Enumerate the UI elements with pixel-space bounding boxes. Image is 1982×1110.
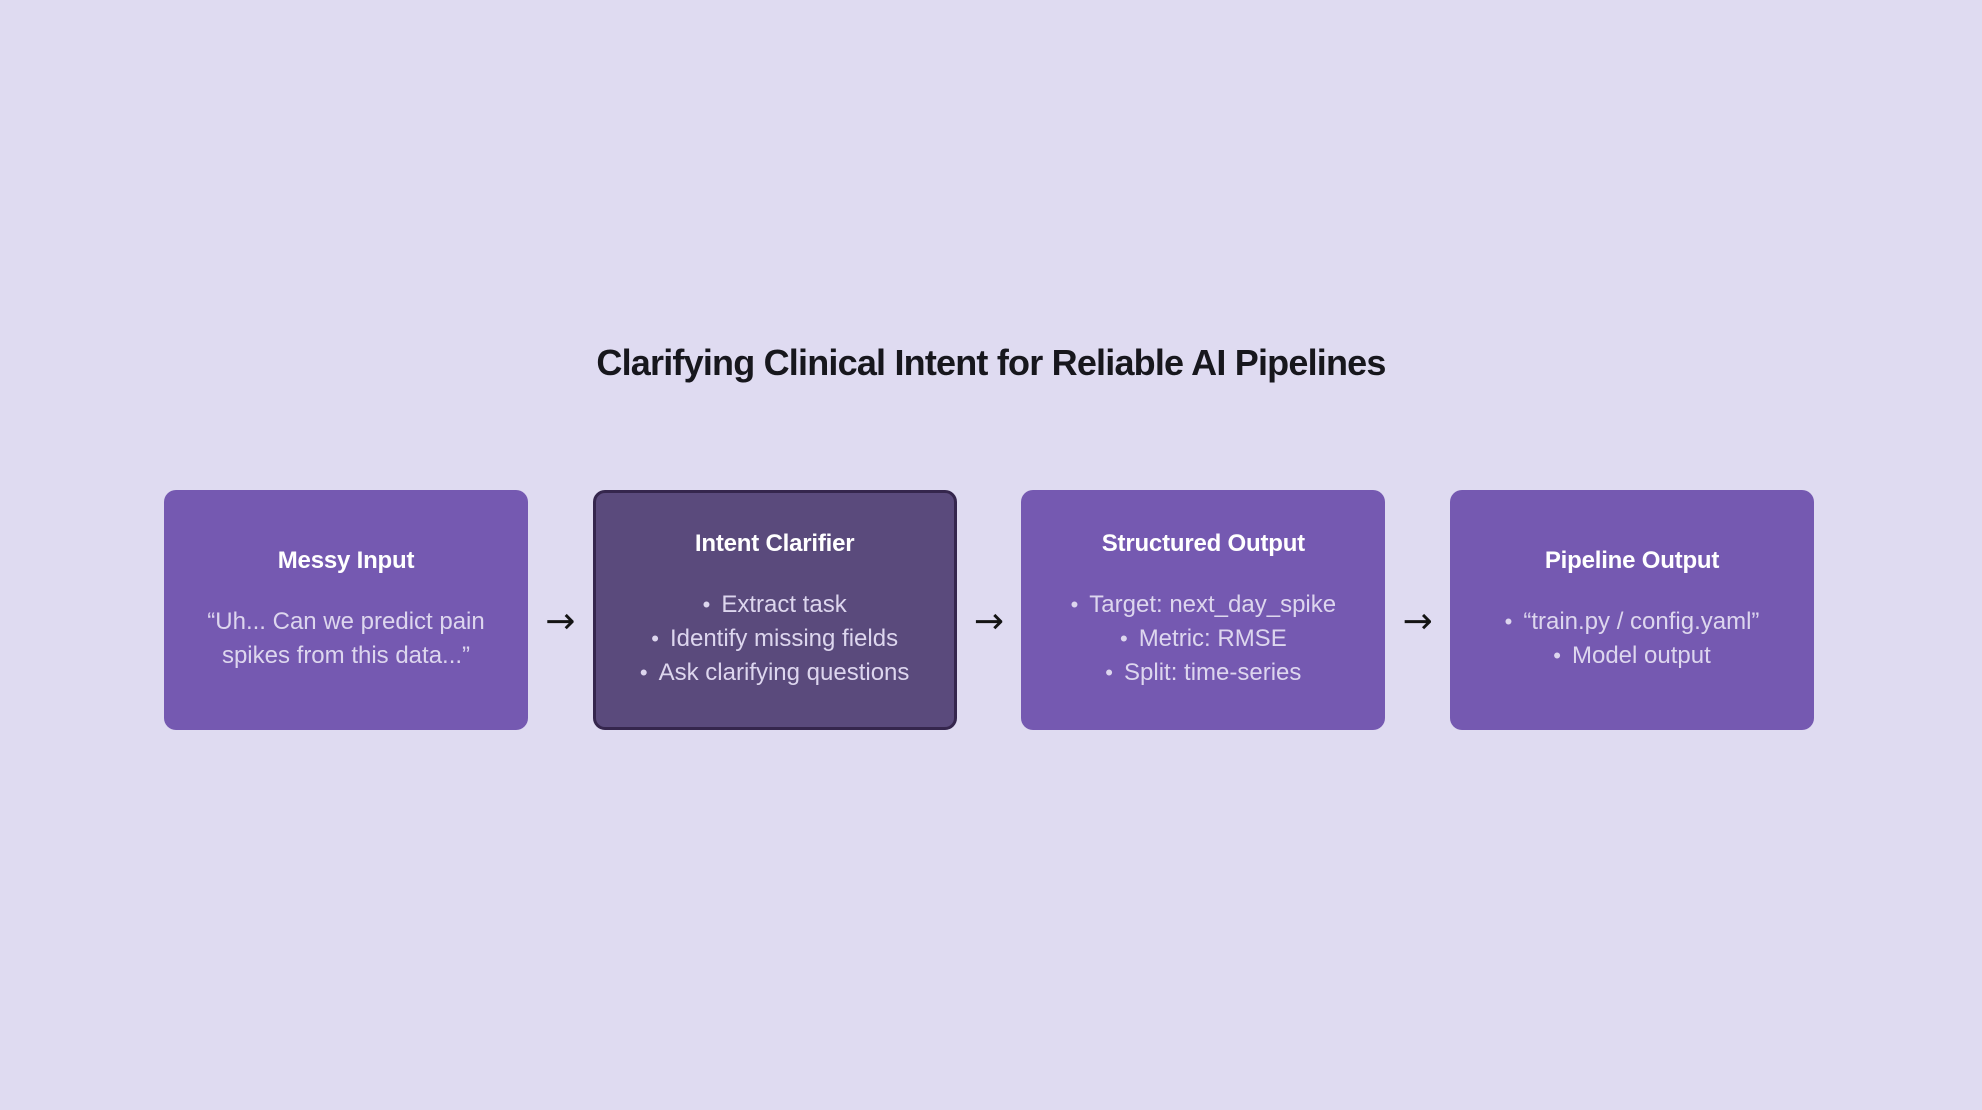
node-item-list: “Uh... Can we predict pain spikes from t…: [190, 605, 502, 673]
node-item-text: Extract task: [721, 591, 847, 618]
diagram-title: Clarifying Clinical Intent for Reliable …: [596, 342, 1386, 383]
bullet-icon: •: [1070, 592, 1079, 617]
node-item-text: Identify missing fields: [669, 625, 899, 652]
node-title: Messy Input: [277, 547, 415, 574]
node-bullet-item: • Split: time-series: [1071, 656, 1337, 690]
flow-node: Intent Clarifier • Extract task • Identify …: [592, 490, 957, 730]
bullet-icon: •: [639, 660, 648, 685]
bullet-icon: •: [651, 626, 659, 651]
node-item-list: • Extract task • Identify missing fields • As…: [640, 588, 909, 690]
node-item-text: Metric: RMSE: [1138, 625, 1287, 652]
node-item-list: • “train.py / config.yaml” • Model output: [1505, 605, 1760, 673]
node-bullet-item: • Ask clarifying questions: [640, 656, 909, 690]
flow-row: Messy Input “Uh... Can we predict pain s…: [164, 490, 1815, 730]
flow-connector: →: [528, 490, 593, 730]
node-title: Pipeline Output: [1544, 547, 1720, 574]
node-title: Structured Output: [1101, 530, 1305, 557]
bullet-icon: •: [1504, 609, 1513, 634]
node-bullet-item: • Identify missing fields: [640, 622, 909, 656]
bullet-icon: •: [702, 592, 711, 617]
node-item-list: • Target: next_day_spike • Metric: RMSE • Spl…: [1071, 588, 1337, 690]
node-bullet-item: • Extract task: [640, 588, 909, 622]
node-bullet-item: • “train.py / config.yaml”: [1505, 605, 1760, 639]
bullet-icon: •: [1119, 626, 1128, 651]
node-item-text: “train.py / config.yaml”: [1523, 608, 1760, 635]
node-item-text: Split: time-series: [1124, 659, 1302, 686]
arrow-right-icon: →: [545, 601, 576, 642]
node-bullet-item: • Model output: [1505, 639, 1760, 673]
flow-connector: →: [957, 490, 1022, 730]
flow-node: Structured Output • Target: next_day_spik…: [1021, 490, 1386, 730]
node-quote-text: “Uh... Can we predict pain spikes from t…: [190, 605, 502, 673]
node-item-text: Ask clarifying questions: [658, 659, 910, 686]
flow-node: Messy Input “Uh... Can we predict pain s…: [164, 490, 528, 730]
node-item-text: Target: next_day_spike: [1089, 591, 1337, 618]
flow-connector: →: [1385, 490, 1450, 730]
arrow-right-icon: →: [1402, 601, 1433, 642]
node-bullet-item: • Target: next_day_spike: [1071, 588, 1337, 622]
bullet-icon: •: [1553, 643, 1561, 668]
node-item-text: Model output: [1571, 642, 1711, 669]
arrow-right-icon: →: [973, 601, 1005, 642]
node-bullet-item: • Metric: RMSE: [1071, 622, 1337, 656]
flow-node: Pipeline Output • “train.py / config.yaml…: [1450, 490, 1815, 730]
node-title: Intent Clarifier: [694, 530, 855, 557]
node-item-text: “Uh... Can we predict pain spikes from t…: [207, 608, 485, 669]
bullet-icon: •: [1105, 660, 1113, 685]
